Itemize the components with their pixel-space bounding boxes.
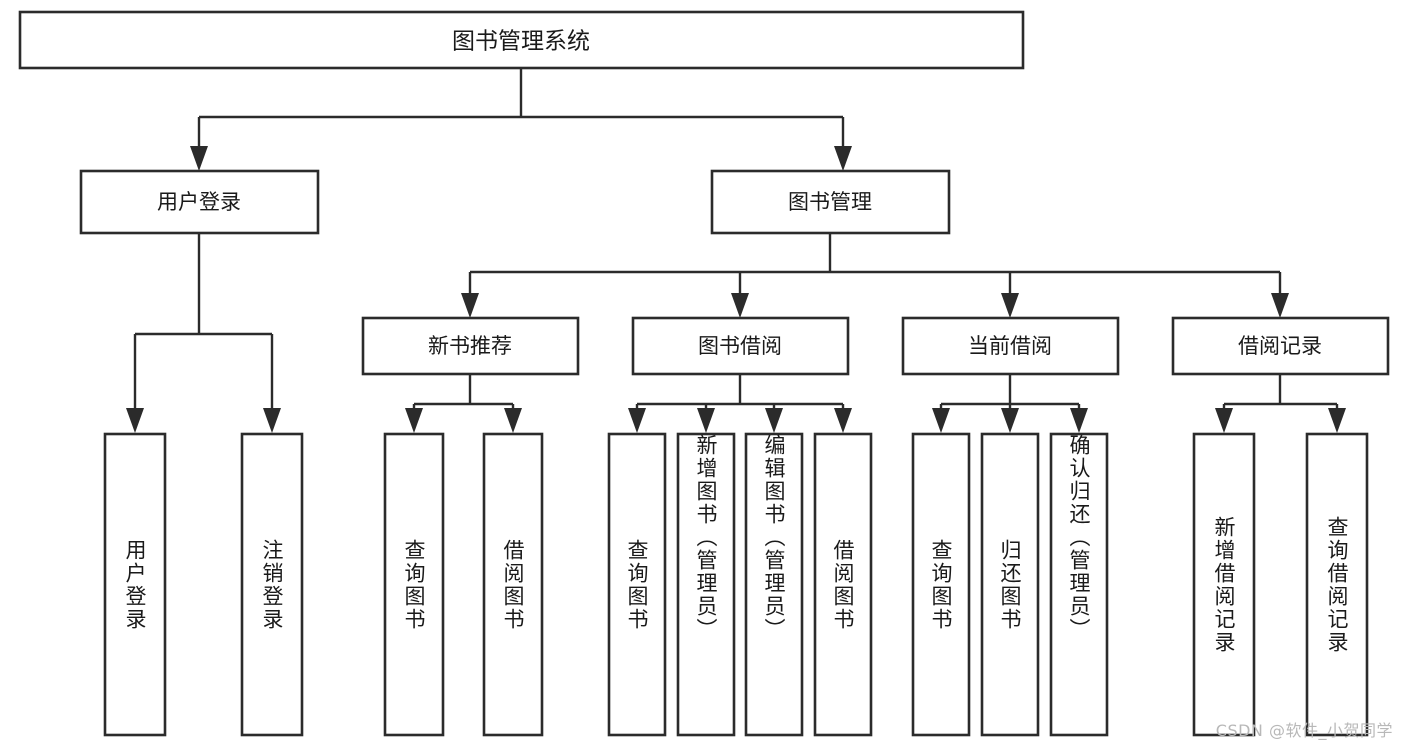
arrow-head-icon	[765, 408, 783, 433]
arrow-head-icon	[932, 408, 950, 433]
arrow-head-icon	[628, 408, 646, 433]
leaf-box-book-borrow-0[interactable]	[607, 432, 667, 737]
arrow-head-icon	[834, 408, 852, 433]
arrow-head-icon	[1070, 408, 1088, 433]
root-box[interactable]	[18, 10, 1025, 70]
connector-userlogin-to-leaves	[126, 233, 281, 433]
leaf-box-new-book-0[interactable]	[383, 432, 445, 737]
arrow-head-icon	[834, 146, 852, 171]
level2-label-0: 新书推荐	[428, 334, 512, 358]
level2-box-0[interactable]	[361, 316, 580, 376]
leaf-box-borrow-record-0[interactable]	[1192, 432, 1256, 737]
arrow-head-icon	[461, 293, 479, 318]
arrow-head-icon	[263, 408, 281, 433]
arrow-head-icon	[1215, 408, 1233, 433]
leaf-box-current-borrow-2[interactable]	[1049, 432, 1109, 737]
level2-label-1: 图书借阅	[698, 334, 782, 358]
arrow-head-icon	[405, 408, 423, 433]
arrow-head-icon	[1328, 408, 1346, 433]
connector-bookborrow-to-leaves	[628, 374, 852, 433]
node-new-book-recommend[interactable]: 新书推荐	[361, 316, 580, 376]
arrow-head-icon	[1001, 408, 1019, 433]
arrow-head-icon	[504, 408, 522, 433]
level1-box-0[interactable]	[79, 169, 320, 235]
level1-label-1: 图书管理	[788, 190, 872, 214]
node-borrow-record[interactable]: 借阅记录	[1171, 316, 1390, 376]
leaf-box-current-borrow-0[interactable]	[911, 432, 971, 737]
leaf-box-user-login-0[interactable]	[103, 432, 167, 737]
leaf-box-book-borrow-3[interactable]	[813, 432, 873, 737]
node-user-login[interactable]: 用户登录	[79, 169, 320, 235]
node-book-management[interactable]: 图书管理	[710, 169, 951, 235]
arrow-head-icon	[1001, 293, 1019, 318]
leaf-box-borrow-record-1[interactable]	[1305, 432, 1369, 737]
leaf-box-current-borrow-1[interactable]	[980, 432, 1040, 737]
arrow-head-icon	[126, 408, 144, 433]
level1-label-0: 用户登录	[157, 190, 241, 214]
arrow-head-icon	[190, 146, 208, 171]
leaf-box-book-borrow-1[interactable]	[676, 432, 736, 737]
connector-bookmgmt-to-level2	[461, 233, 1289, 318]
connector-root-to-level1	[190, 68, 852, 171]
level2-box-2[interactable]	[901, 316, 1120, 376]
connector-borrowrecord-to-leaves	[1215, 374, 1346, 433]
node-book-borrow[interactable]: 图书借阅	[631, 316, 850, 376]
arrow-head-icon	[731, 293, 749, 318]
node-root[interactable]: 图书管理系统	[18, 10, 1025, 70]
arrow-head-icon	[1271, 293, 1289, 318]
leaf-box-book-borrow-2[interactable]	[744, 432, 804, 737]
csdn-watermark: CSDN @软件_小贺同学	[1215, 721, 1393, 740]
leaf-box-new-book-1[interactable]	[482, 432, 544, 737]
root-label: 图书管理系统	[452, 29, 590, 55]
leaf-box-user-login-1[interactable]	[240, 432, 304, 737]
connector-currentborrow-to-leaves	[932, 374, 1088, 433]
node-current-borrow[interactable]: 当前借阅	[901, 316, 1120, 376]
level2-label-2: 当前借阅	[968, 334, 1052, 358]
arrow-head-icon	[697, 408, 715, 433]
connector-newbook-to-leaves	[405, 374, 522, 433]
level2-label-3: 借阅记录	[1238, 334, 1322, 358]
